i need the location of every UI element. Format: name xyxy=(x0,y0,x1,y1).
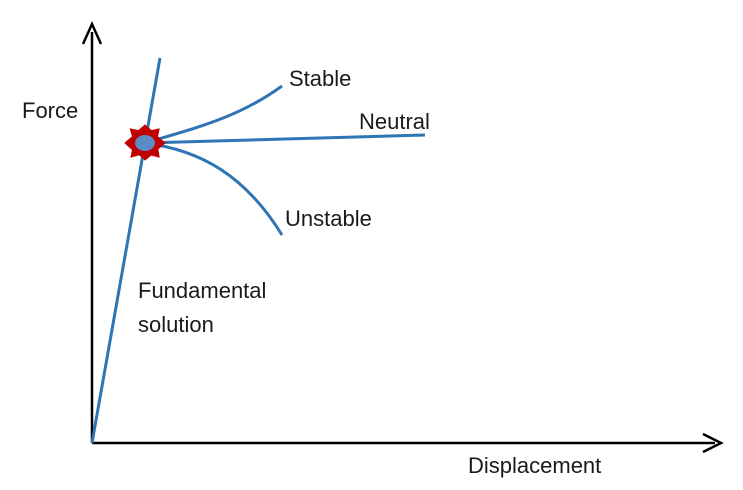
bifurcation-point-icon xyxy=(124,124,166,161)
stable-branch-curve xyxy=(144,84,283,145)
y-axis-arrow-icon xyxy=(81,20,103,45)
neutral-label: Neutral xyxy=(359,109,430,134)
y-axis-label: Force xyxy=(22,98,78,123)
unstable-label: Unstable xyxy=(285,206,372,231)
axes xyxy=(81,20,724,454)
bifurcation-star-inner xyxy=(135,135,155,151)
stable-label: Stable xyxy=(289,66,351,91)
unstable-branch-curve xyxy=(144,141,284,236)
neutral-branch-curve xyxy=(144,133,426,145)
x-axis-label: Displacement xyxy=(468,453,601,478)
curves xyxy=(90,57,426,444)
fundamental-label-line2: solution xyxy=(138,312,214,337)
fundamental-label-line1: Fundamental xyxy=(138,278,266,303)
x-axis-arrow-icon xyxy=(702,432,724,454)
fundamental-solution-line xyxy=(90,57,162,444)
